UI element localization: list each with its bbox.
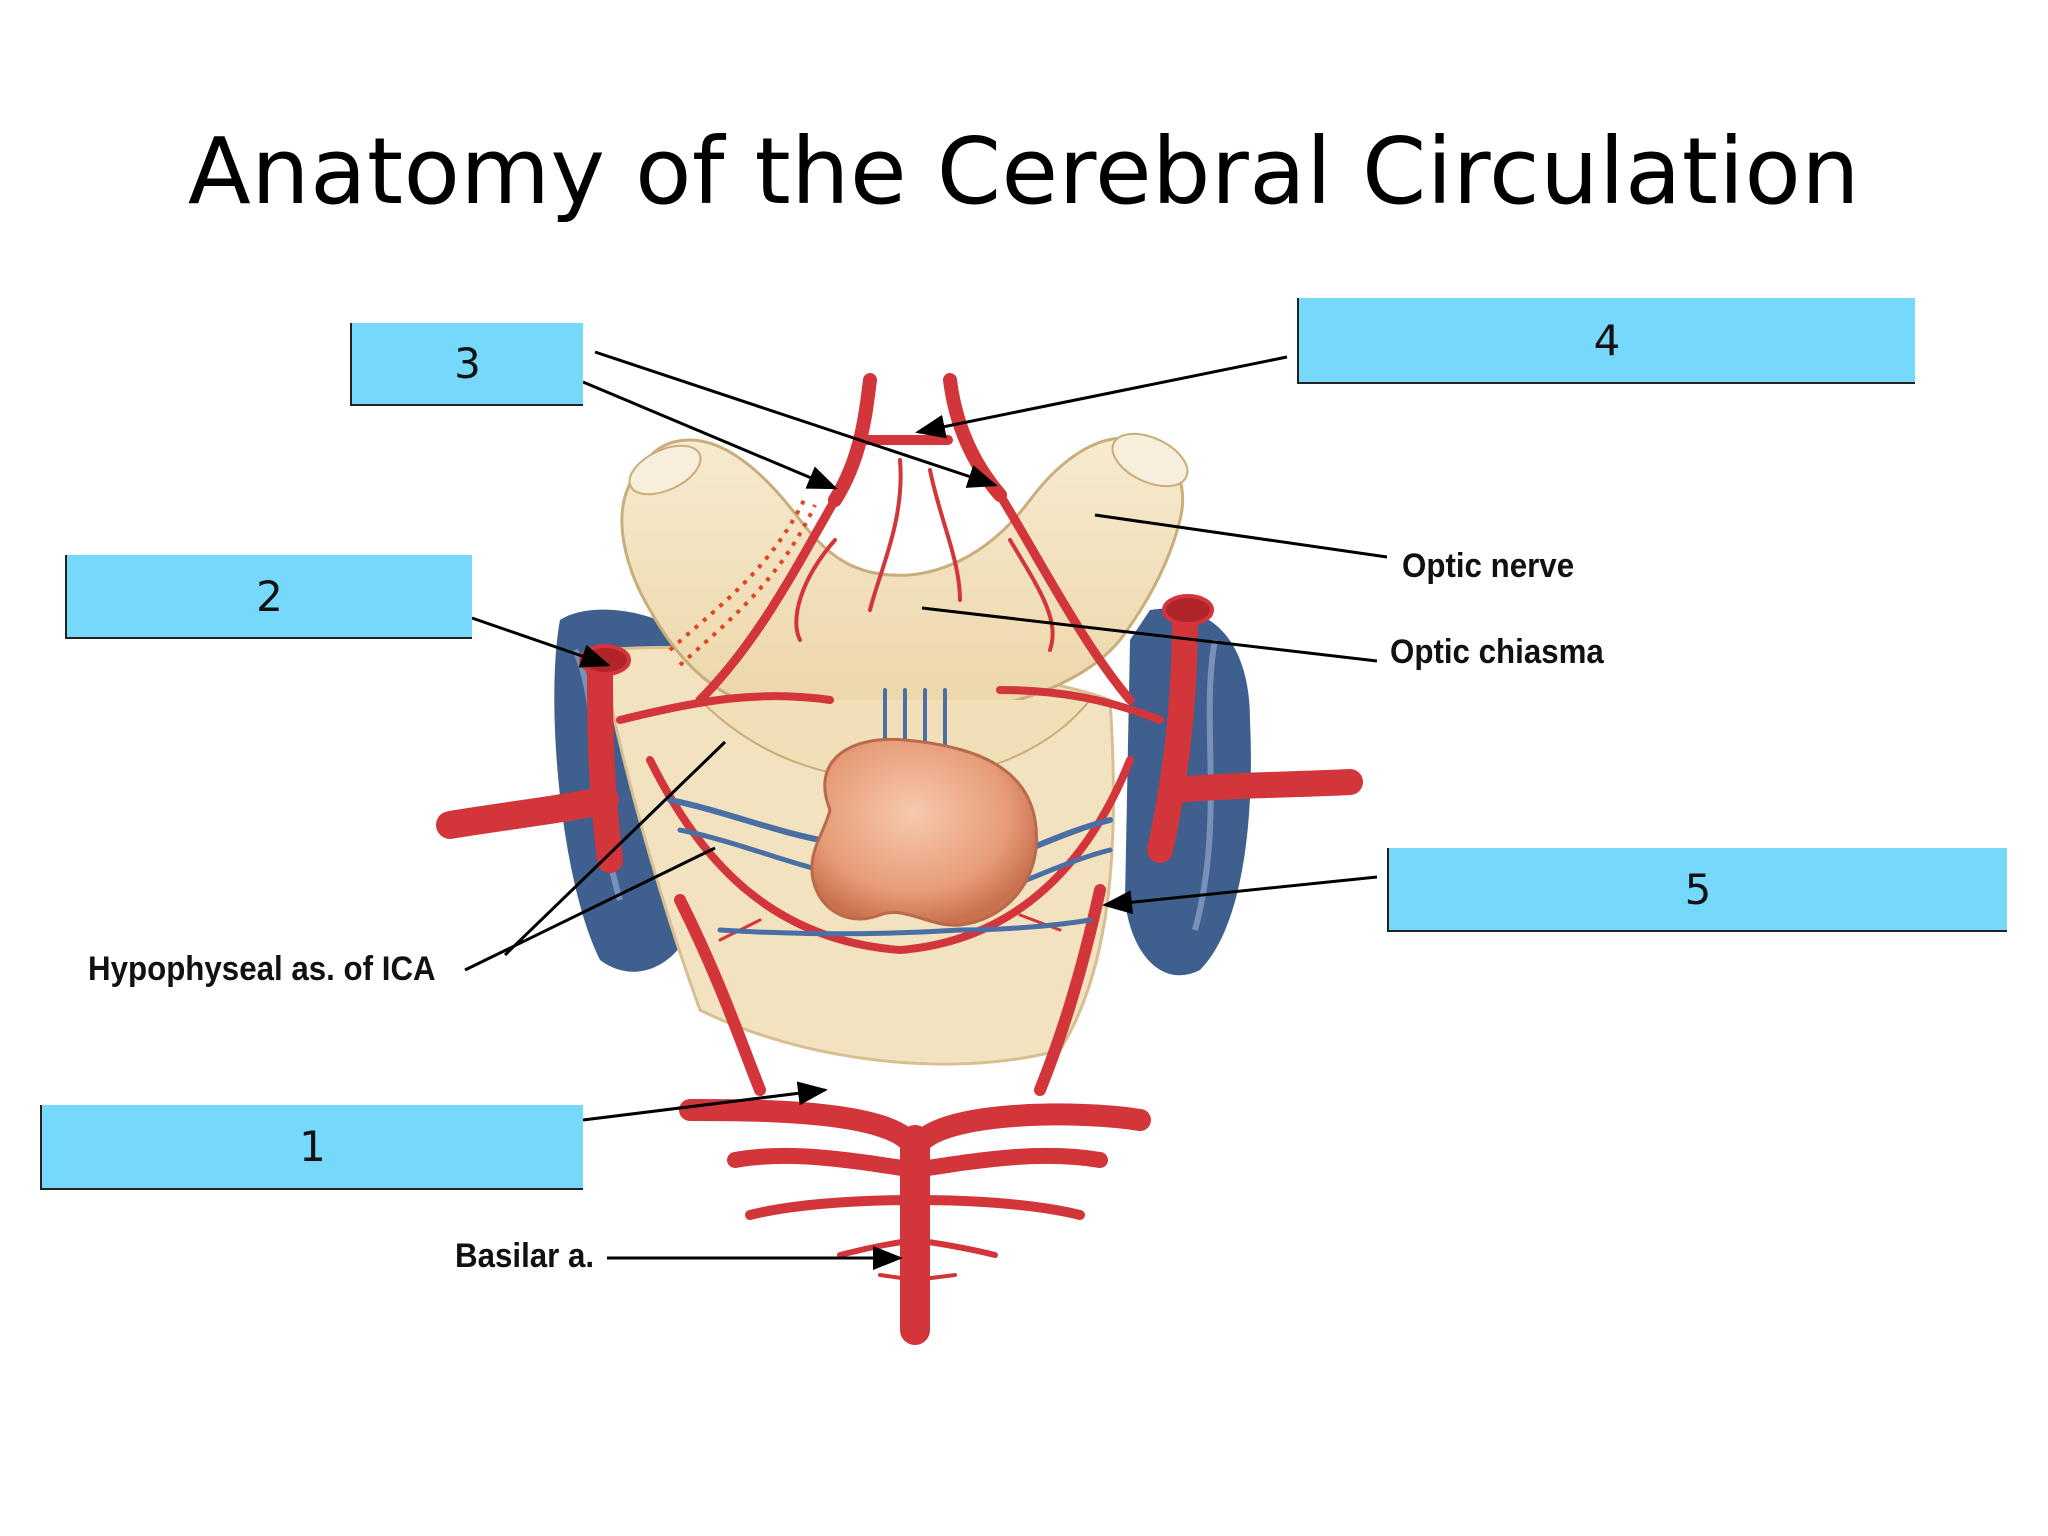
optic-nerves-chiasma: [620, 432, 1189, 782]
ica-cut-end-right: [1162, 594, 1214, 626]
ophthalmic-artery-course: [678, 504, 817, 667]
blank-box-1[interactable]: 1: [40, 1105, 583, 1190]
leader-3a: [582, 380, 838, 490]
slide-title: Anatomy of the Cerebral Circulation: [187, 118, 1861, 225]
blank-box-4[interactable]: 4: [1297, 298, 1915, 384]
blank-box-5[interactable]: 5: [1387, 848, 2007, 932]
blank-number-1: 1: [299, 1122, 326, 1171]
blank-number-3: 3: [454, 339, 481, 388]
basilar-artery: [679, 1099, 1151, 1345]
label-hypophyseal: Hypophyseal as. of ICA: [88, 950, 436, 988]
label-optic-chiasma: Optic chiasma: [1390, 633, 1604, 671]
leader-3b: [594, 350, 998, 488]
pituitary-gland: [810, 737, 1038, 927]
ica-cut-end-left: [579, 644, 631, 676]
leader-optic-nerve: [1094, 513, 1388, 559]
leader-hypophyseal-a: [503, 740, 727, 957]
leader-2: [471, 616, 611, 668]
leader-1: [582, 1081, 828, 1122]
blank-box-2[interactable]: 2: [65, 555, 472, 639]
leader-4: [915, 355, 1288, 439]
blank-number-2: 2: [256, 571, 283, 621]
label-optic-nerve: Optic nerve: [1402, 547, 1575, 585]
leader-lines: [464, 350, 1388, 1270]
blank-number-4: 4: [1593, 315, 1621, 365]
label-basilar: Basilar a.: [455, 1237, 595, 1275]
leader-5: [1102, 875, 1378, 915]
blank-number-5: 5: [1684, 864, 1712, 914]
blank-box-3[interactable]: 3: [350, 323, 583, 406]
leader-optic-chiasma: [921, 606, 1378, 663]
leader-hypophyseal-b: [464, 846, 716, 972]
